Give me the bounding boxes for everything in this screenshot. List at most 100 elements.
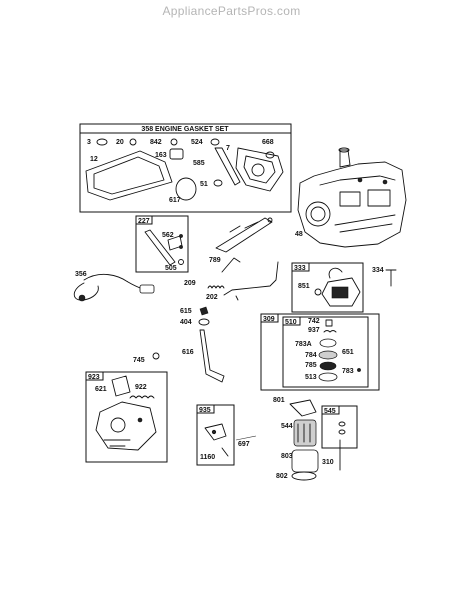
kit-header-545: [321, 405, 340, 415]
part-label-651[interactable]: 651: [342, 349, 354, 356]
part-label-1160[interactable]: 1160: [200, 454, 215, 461]
site-title: AppliancePartsPros.com: [162, 4, 301, 18]
part-label-545[interactable]: 545: [324, 408, 336, 415]
part-label-163[interactable]: 163: [155, 152, 167, 159]
part-label-227[interactable]: 227: [138, 218, 150, 225]
carb-bore: [110, 417, 126, 433]
part-label-923[interactable]: 923: [88, 374, 100, 381]
part-label-333[interactable]: 333: [294, 265, 306, 272]
part-label-510[interactable]: 510: [285, 319, 297, 326]
terminal-851: [314, 288, 322, 296]
part-label-851[interactable]: 851: [298, 283, 310, 290]
part-label-585[interactable]: 585: [193, 160, 205, 167]
ball-783: [357, 368, 361, 372]
part-label-803[interactable]: 803: [281, 453, 293, 460]
cup-513: [318, 372, 338, 382]
carburetor-body: [95, 401, 157, 451]
part-label-937[interactable]: 937: [308, 327, 320, 334]
part-label-309[interactable]: 309: [263, 316, 275, 323]
shaft-group: 615 404 616 745: [133, 306, 225, 383]
starter-motor-group: 801 545 544 803 802 310: [273, 397, 358, 481]
block-outline: [297, 161, 407, 248]
part-label-784[interactable]: 784: [305, 352, 317, 359]
part-label-745[interactable]: 745: [133, 357, 145, 364]
armature-header: [291, 262, 310, 272]
part-label-922[interactable]: 922: [135, 384, 147, 391]
gasket-set-frame: [79, 123, 292, 213]
end-plate-802: [291, 471, 317, 481]
seal-524: [210, 138, 220, 146]
bracket-hole: [267, 217, 273, 223]
part-label-842[interactable]: 842: [150, 139, 162, 146]
part-label-3[interactable]: 3: [87, 139, 91, 146]
ring-20: [129, 138, 137, 146]
brush-1: [338, 421, 346, 427]
part-label-209[interactable]: 209: [184, 280, 196, 287]
part-label-334[interactable]: 334: [372, 267, 384, 274]
part-label-404[interactable]: 404: [180, 319, 192, 326]
part-label-697[interactable]: 697: [238, 441, 250, 448]
part-label-783A[interactable]: 783A: [295, 341, 312, 348]
starter-header-309: [260, 313, 279, 323]
part-label-789[interactable]: 789: [209, 257, 221, 264]
oring-617: [175, 177, 197, 201]
part-label-513[interactable]: 513: [305, 374, 317, 381]
gear-783A: [319, 338, 337, 348]
body-621: [111, 375, 131, 397]
armature-group-333: 333 851 334: [291, 262, 397, 313]
part-label-356[interactable]: 356: [75, 271, 87, 278]
governor-frame: [135, 215, 189, 273]
gasket-585: [214, 147, 241, 186]
part-label-742[interactable]: 742: [308, 318, 320, 325]
gear-785: [319, 361, 337, 371]
block-port-2: [367, 189, 391, 207]
part-label-12[interactable]: 12: [90, 156, 98, 163]
part-label-562[interactable]: 562: [162, 232, 174, 239]
engine-block-48: 48: [295, 147, 407, 248]
part-label-48[interactable]: 48: [295, 231, 303, 238]
part-label-801[interactable]: 801: [273, 397, 285, 404]
part-label-202[interactable]: 202: [206, 294, 218, 301]
screw-562: [179, 234, 183, 238]
part-label-785[interactable]: 785: [305, 362, 317, 369]
armature-544: [293, 419, 317, 447]
part-label-621[interactable]: 621: [95, 386, 107, 393]
part-label-544[interactable]: 544: [281, 423, 293, 430]
part-label-935[interactable]: 935: [199, 407, 211, 414]
base-gasket-12: [85, 150, 173, 201]
part-label-51[interactable]: 51: [200, 181, 208, 188]
part-label-505[interactable]: 505: [165, 265, 177, 272]
nut-505: [178, 259, 184, 265]
cylinder-bore-inner: [310, 206, 326, 222]
cable-connector: [139, 284, 155, 294]
part-label-7[interactable]: 7: [226, 145, 230, 152]
crankshaft-top: [339, 149, 351, 168]
throttle-header: [196, 404, 215, 414]
block-fins: [334, 214, 396, 233]
throttle-group-935: 935 1160 697: [196, 404, 257, 466]
head-gasket-7: [235, 147, 284, 192]
part-label-616[interactable]: 616: [182, 349, 194, 356]
crank-end: [338, 147, 350, 153]
part-label-617[interactable]: 617: [169, 197, 181, 204]
part-label-524[interactable]: 524: [191, 139, 203, 146]
link-spring: [221, 257, 241, 273]
gasket-set-title: 358 ENGINE GASKET SET: [141, 126, 229, 133]
armature-body: [321, 277, 361, 307]
shaft-616: [199, 329, 225, 383]
block-bolt-2: [382, 179, 388, 185]
starter-frame-309: [260, 313, 380, 391]
part-label-20[interactable]: 20: [116, 139, 124, 146]
part-label-668[interactable]: 668: [262, 139, 274, 146]
gasket-set-header: [79, 123, 292, 134]
bracket-789: 789: [209, 217, 273, 273]
carburetor-group-923: 923 621 922: [85, 371, 168, 463]
part-label-802[interactable]: 802: [276, 473, 288, 480]
part-label-783[interactable]: 783: [342, 368, 354, 375]
armature-wire: [328, 267, 343, 279]
part-label-615[interactable]: 615: [180, 308, 192, 315]
spring-209: [207, 285, 225, 289]
part-label-310[interactable]: 310: [322, 459, 334, 466]
screw-334: [385, 269, 397, 287]
washer-3: [96, 138, 108, 146]
